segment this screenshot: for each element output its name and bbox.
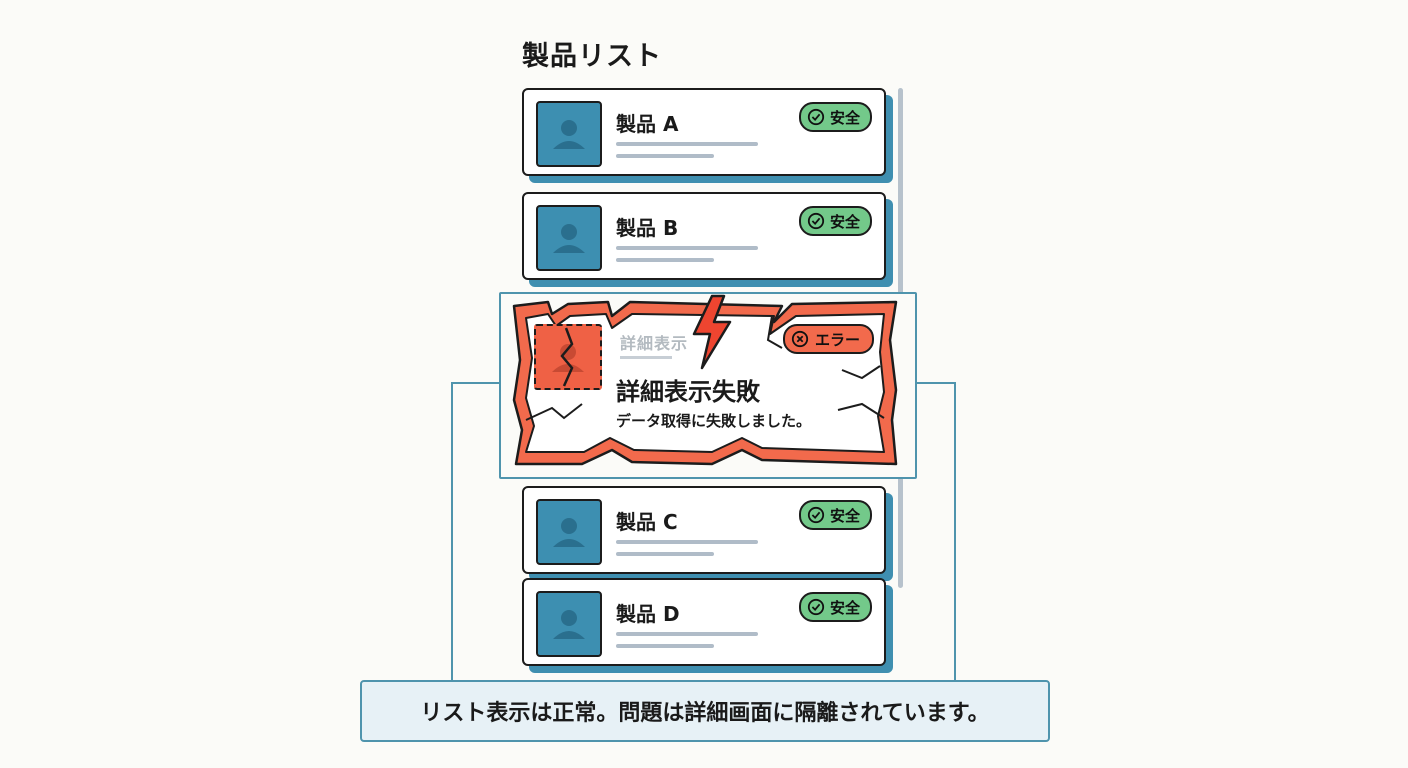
- status-badge-safe: 安全: [798, 206, 872, 236]
- check-circle-icon: [807, 598, 825, 616]
- placeholder-line: [616, 632, 758, 636]
- placeholder-line: [616, 246, 758, 250]
- list-title: 製品リスト: [522, 41, 662, 72]
- placeholder-line: [616, 540, 758, 544]
- placeholder-line: [616, 552, 714, 556]
- product-name: 製品 B: [616, 216, 679, 240]
- badge-label: 安全: [829, 506, 860, 525]
- status-badge-error: エラー: [782, 324, 874, 354]
- badge-label: 安全: [829, 108, 860, 127]
- user-placeholder-icon: [536, 591, 602, 657]
- user-placeholder-icon: [536, 499, 602, 565]
- check-circle-icon: [807, 108, 825, 126]
- error-title: 詳細表示失敗: [616, 378, 760, 406]
- product-name: 製品 C: [616, 510, 678, 534]
- product-card-d[interactable]: 製品 D 安全: [522, 578, 886, 666]
- user-placeholder-icon: [536, 101, 602, 167]
- connector-right: [912, 382, 956, 682]
- lightning-bolt-icon: [692, 294, 732, 370]
- placeholder-line: [616, 258, 714, 262]
- check-circle-icon: [807, 506, 825, 524]
- connector-left: [451, 382, 503, 682]
- product-card-c[interactable]: 製品 C 安全: [522, 486, 886, 574]
- error-message: データ取得に失敗しました。: [616, 412, 812, 430]
- broken-thumbnail: [534, 324, 602, 390]
- badge-label: 安全: [829, 598, 860, 617]
- explanation-note: リスト表示は正常。問題は詳細画面に隔離されています。: [360, 680, 1050, 742]
- placeholder-line: [616, 142, 758, 146]
- error-detail-card[interactable]: 詳細表示 エラー 詳細表示失敗 データ取得に失敗しました。: [512, 294, 898, 466]
- placeholder-line: [616, 644, 714, 648]
- product-name: 製品 D: [616, 602, 680, 626]
- ghost-label: 詳細表示: [620, 334, 689, 353]
- user-placeholder-icon: [536, 205, 602, 271]
- placeholder-line: [616, 154, 714, 158]
- status-badge-safe: 安全: [798, 102, 872, 132]
- badge-label: エラー: [814, 330, 860, 349]
- product-card-a[interactable]: 製品 A 安全: [522, 88, 886, 176]
- product-card-b[interactable]: 製品 B 安全: [522, 192, 886, 280]
- check-circle-icon: [807, 212, 825, 230]
- badge-label: 安全: [829, 212, 860, 231]
- x-circle-icon: [791, 330, 809, 348]
- placeholder-line: [620, 356, 672, 359]
- product-name: 製品 A: [616, 112, 679, 136]
- status-badge-safe: 安全: [798, 592, 872, 622]
- status-badge-safe: 安全: [798, 500, 872, 530]
